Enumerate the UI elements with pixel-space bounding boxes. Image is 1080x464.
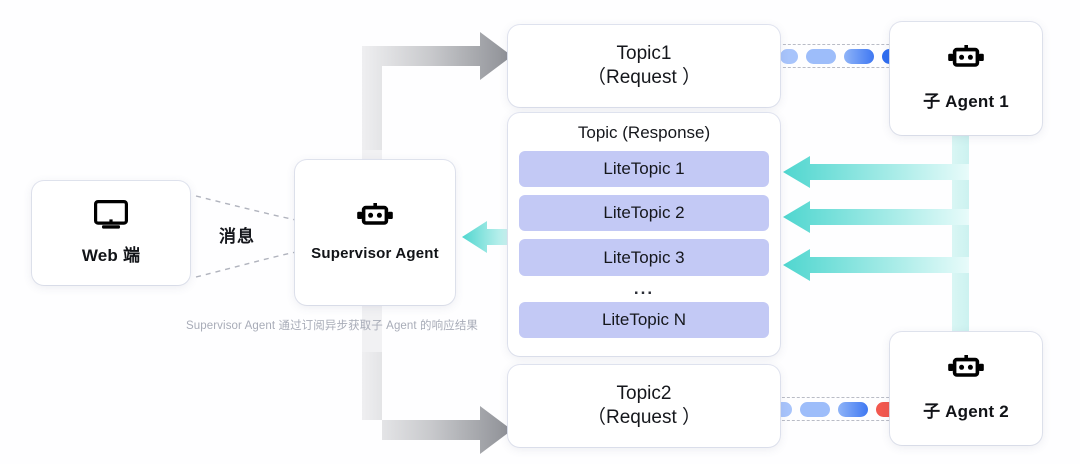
- arrow-response-to-supervisor: [462, 221, 512, 253]
- lite-topic-2[interactable]: LiteTopic 2: [519, 195, 769, 232]
- response-trunk-agent2: [952, 258, 969, 334]
- dashed-connector-web-supervisor: [195, 195, 297, 278]
- message-pill: [838, 401, 868, 417]
- lite-topic-1[interactable]: LiteTopic 1: [519, 150, 769, 188]
- topic-response-title: Topic (Response): [577, 123, 711, 142]
- robot-icon: [355, 203, 395, 234]
- node-web-client-label: Web 端: [81, 246, 141, 265]
- node-sub-agent-2[interactable]: 子 Agent 2: [890, 332, 1042, 445]
- node-sub-agent-2-label: 子 Agent 2: [923, 402, 1009, 421]
- node-supervisor-agent-label: Supervisor Agent: [311, 245, 439, 262]
- arrow-response-litetopic-1: [783, 156, 969, 188]
- lite-topic-ellipsis: ...: [633, 278, 655, 298]
- topic-box-topic1-request[interactable]: Topic1 （Request ）: [508, 25, 780, 107]
- topic1-name: Topic1: [616, 42, 672, 64]
- topic1-kind: （Request ）: [586, 66, 702, 88]
- node-sub-agent-1-label: 子 Agent 1: [923, 92, 1009, 111]
- arrow-response-litetopic-2: [783, 201, 969, 233]
- topic-box-topic2-request[interactable]: Topic2 （Request ）: [508, 365, 780, 447]
- node-web-client[interactable]: Web 端: [32, 181, 190, 285]
- message-pill: [844, 48, 874, 64]
- lite-topic-n[interactable]: LiteTopic N: [519, 301, 769, 338]
- request-channel-agent-2: [772, 397, 904, 421]
- lite-topic-3[interactable]: LiteTopic 3: [519, 239, 769, 276]
- topic2-kind: （Request ）: [586, 406, 702, 428]
- response-trunk-agent1: [952, 135, 969, 275]
- monitor-icon: [94, 200, 128, 230]
- message-pill: [800, 401, 830, 417]
- node-sub-agent-1[interactable]: 子 Agent 1: [890, 22, 1042, 135]
- arrow-response-litetopic-3: [783, 249, 969, 281]
- robot-icon: [946, 355, 986, 386]
- topic2-name: Topic2: [616, 382, 672, 404]
- message-pill: [780, 48, 798, 64]
- robot-icon: [946, 45, 986, 76]
- topic-response-panel[interactable]: Topic (Response) LiteTopic 1 LiteTopic 2…: [508, 113, 780, 356]
- request-channel-agent-1: [778, 44, 910, 68]
- message-pill: [806, 48, 836, 64]
- node-supervisor-agent[interactable]: Supervisor Agent: [295, 160, 455, 305]
